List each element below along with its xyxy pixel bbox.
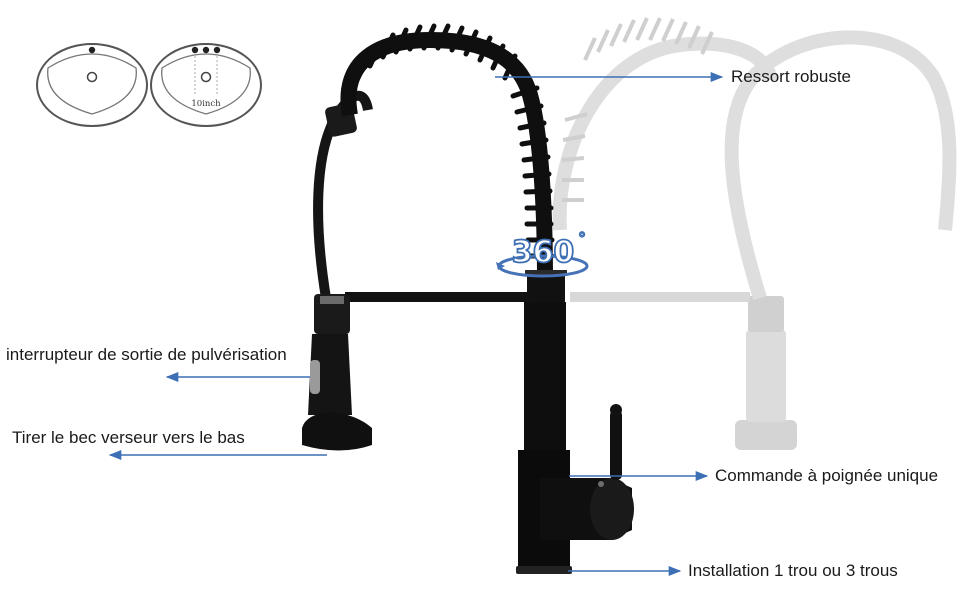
rotation-360-badge: 360 °: [496, 228, 589, 278]
ghost-faucet: [552, 17, 957, 450]
callout-install-label: Installation 1 trou ou 3 trous: [688, 561, 898, 580]
sink-diagram-one-hole: [36, 43, 148, 127]
callout-spring-label: Ressort robuste: [731, 67, 851, 86]
callout-arrows: [108, 71, 724, 577]
badge-degree-mark: °: [578, 229, 586, 248]
callout-pull-down-label: Tirer le bec verseur vers le bas: [12, 428, 245, 447]
callout-spray-switch-label: interrupteur de sortie de pulvérisation: [6, 345, 287, 364]
badge-360-text: 360: [512, 235, 575, 270]
callout-handle-label: Commande à poignée unique: [715, 466, 939, 485]
faucet: [302, 23, 634, 574]
sink-diagram-three-hole: 10inch: [150, 43, 262, 127]
sink-measure-label: 10inch: [191, 99, 221, 109]
